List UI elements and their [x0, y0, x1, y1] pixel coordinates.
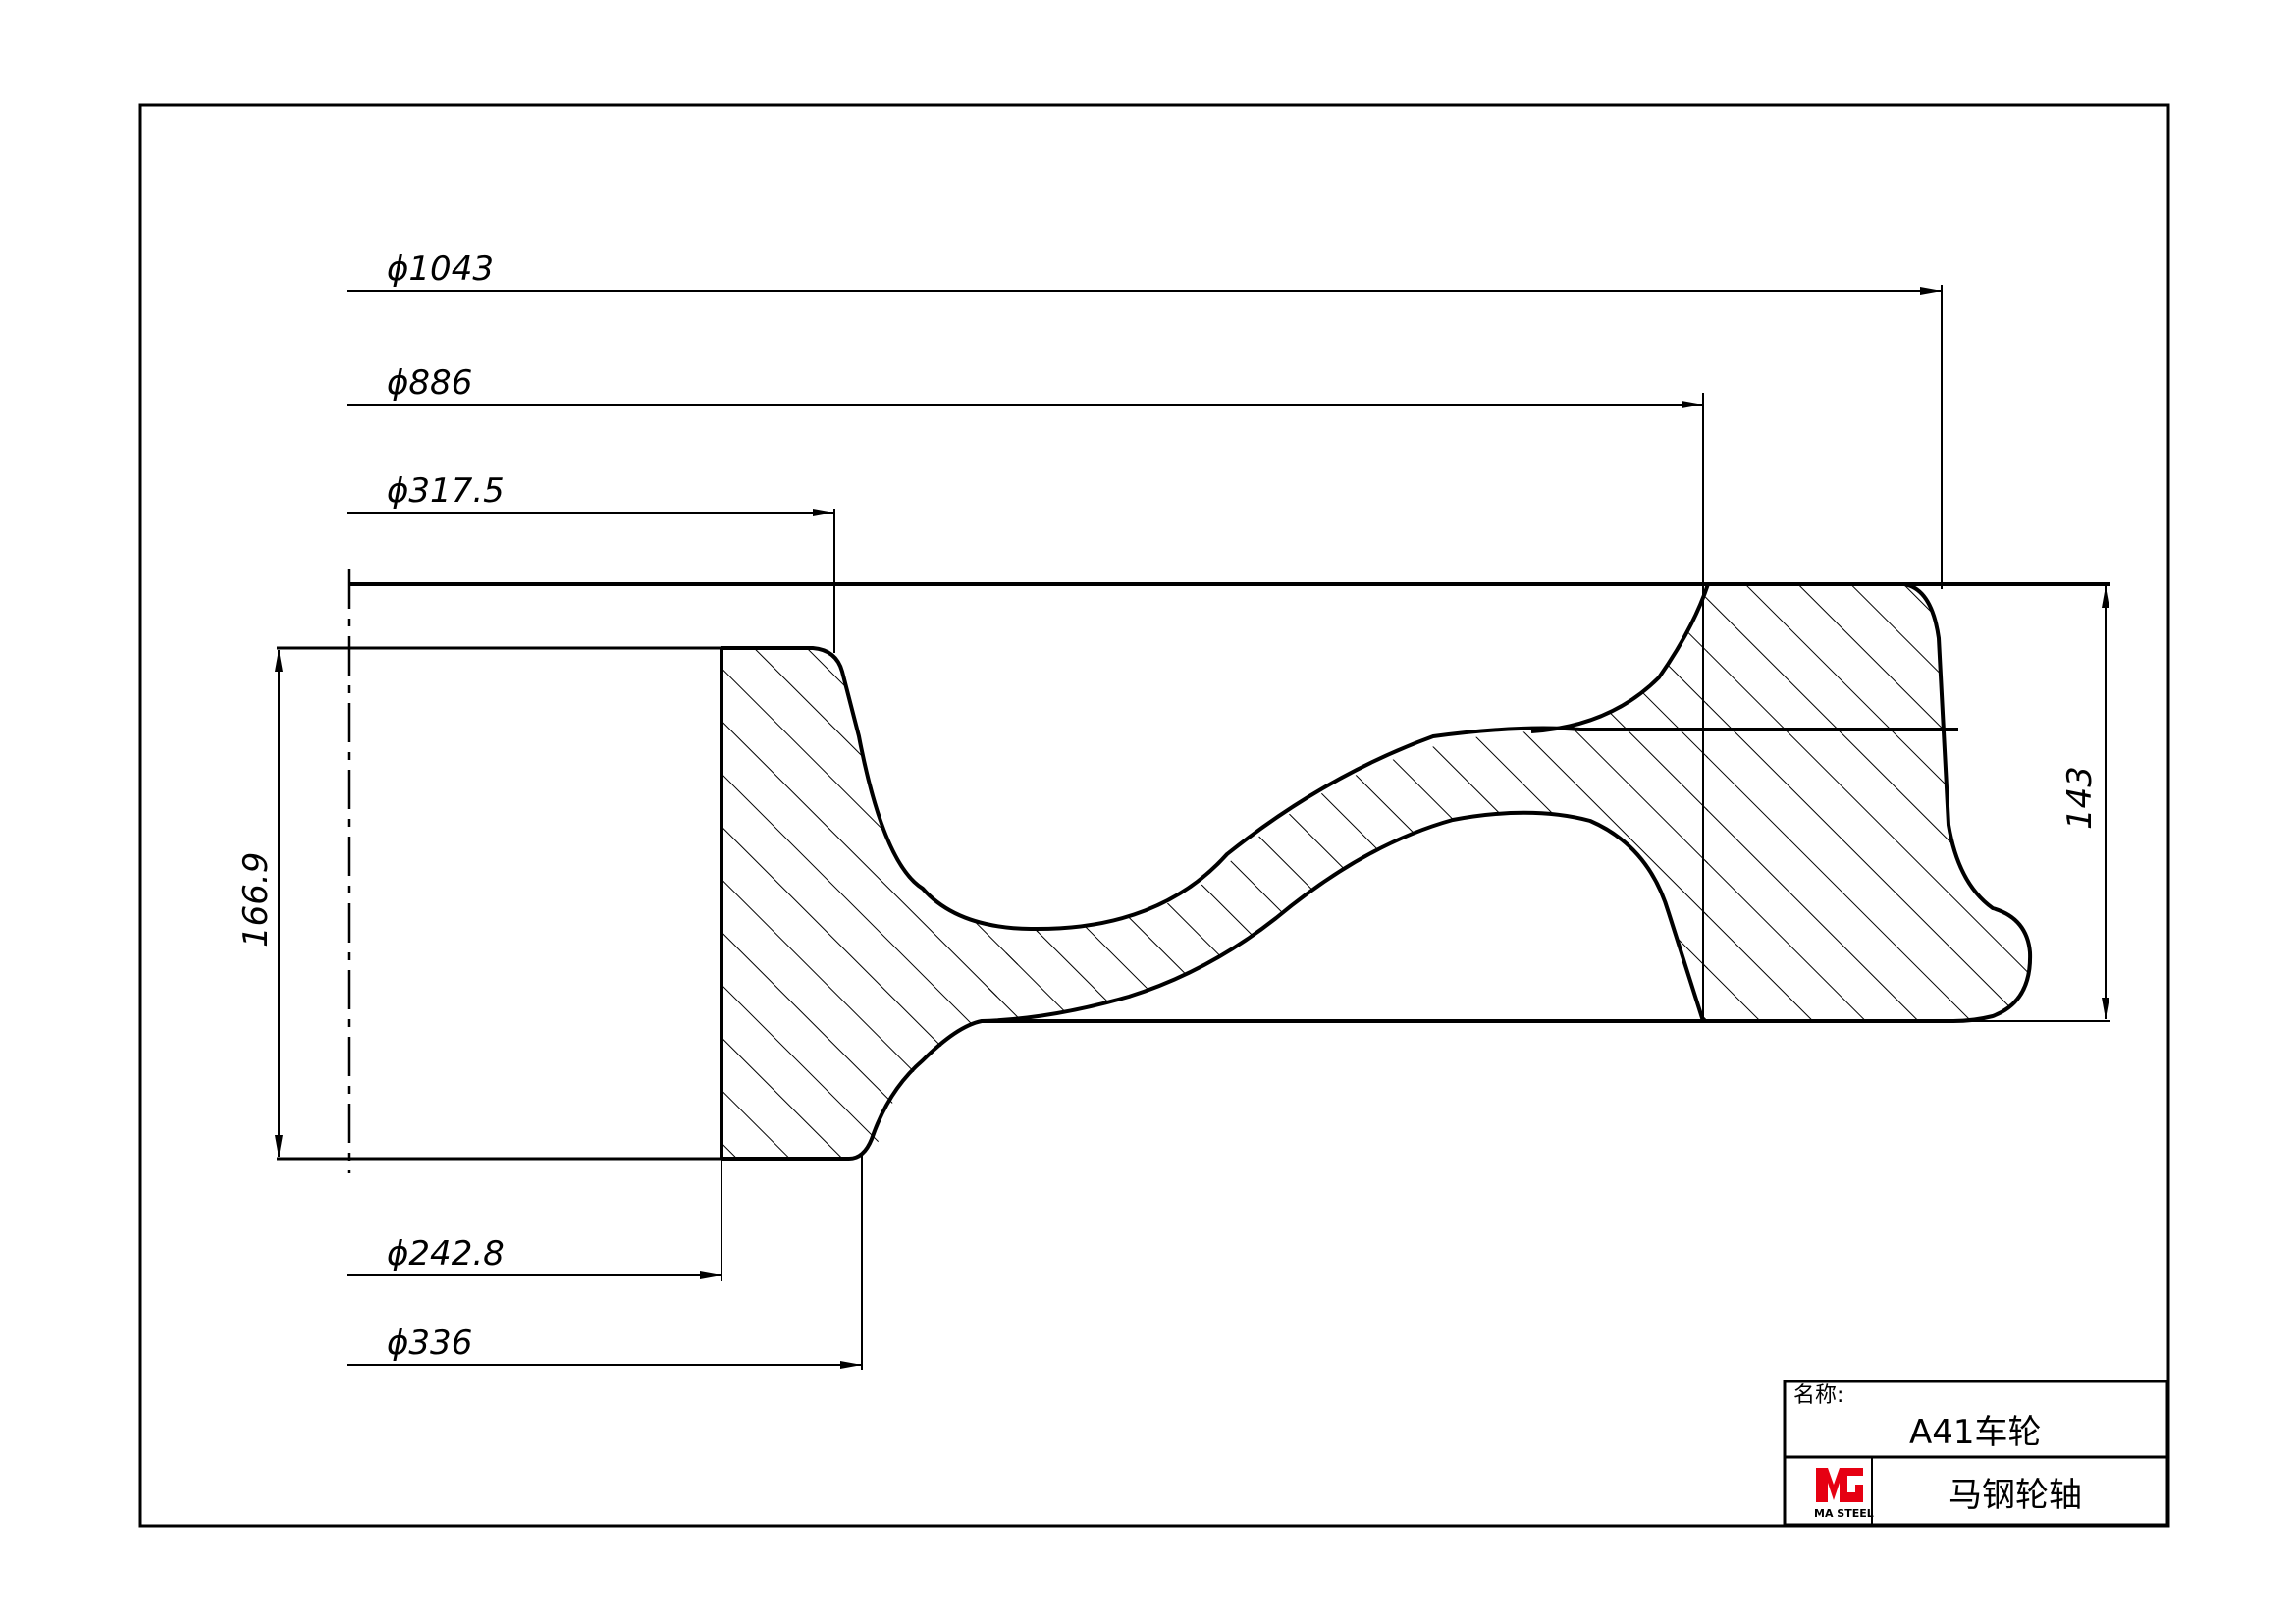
masteel-logo-icon: MA STEEL [1814, 1468, 1874, 1520]
extension-lines [721, 285, 2110, 1370]
dimension-lines [275, 287, 2109, 1369]
dim-886: ϕ886 [387, 363, 472, 403]
dim-143: 143 [2060, 766, 2100, 830]
title-block: 名称: A41车轮 马钢轮轴 MA STEEL [1783, 1380, 2169, 1527]
dim-336: ϕ336 [387, 1324, 472, 1363]
title-name-label: 名称: [1793, 1383, 1843, 1408]
web-section [982, 584, 1708, 1021]
dim-166-9: 166.9 [237, 852, 276, 947]
company-name: 马钢轮轴 [1949, 1476, 2082, 1515]
web-lower-edge [981, 810, 1705, 1023]
dim-317-5: ϕ317.5 [387, 471, 505, 511]
web-upper-edge [1530, 583, 1710, 733]
dim-1043: ϕ1043 [387, 249, 494, 289]
rim-section [982, 582, 2033, 1023]
bore-outline [277, 569, 721, 1173]
svg-text:MA STEEL: MA STEEL [1814, 1507, 1874, 1520]
drawing-border [138, 103, 2170, 1528]
dim-242-8: ϕ242.8 [387, 1234, 505, 1273]
part-name: A41车轮 [1909, 1413, 2042, 1452]
